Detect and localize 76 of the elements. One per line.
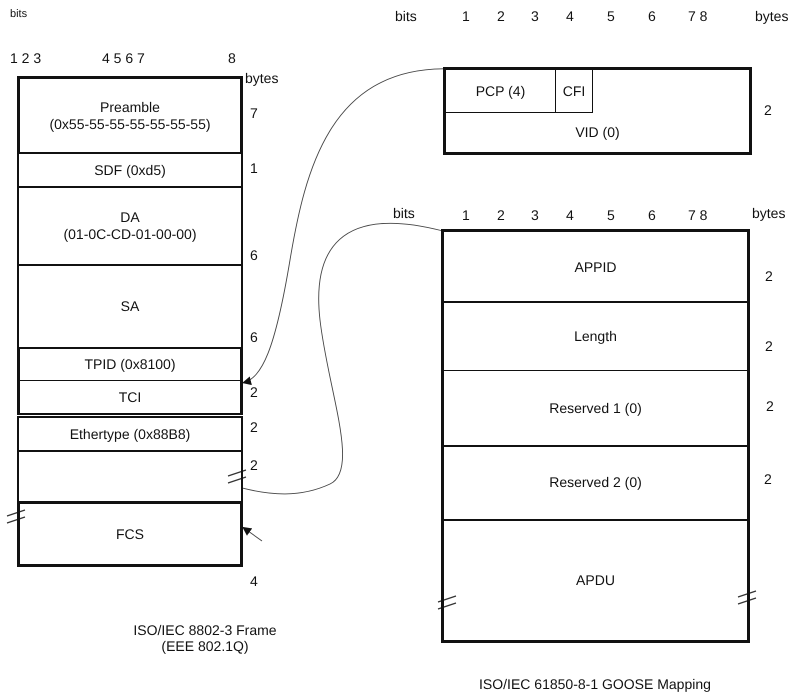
frame-field (17, 450, 243, 503)
frame-field (441, 229, 750, 303)
field-label: Ethertype (0x88B8) (70, 426, 190, 442)
frame-field (17, 152, 243, 188)
axis-label: 2 (497, 8, 505, 24)
field-label: Reserved 1 (0) (549, 400, 642, 417)
frame-field (17, 76, 243, 154)
axis-label: bits (393, 205, 415, 221)
axis-label: bits (395, 8, 417, 24)
frame-field (17, 347, 243, 381)
field-label: Reserved 2 (0) (549, 474, 642, 491)
field-label: PCP (4) (476, 82, 526, 100)
axis-label: 8 (228, 50, 236, 66)
axis-label: 1 2 3 (10, 50, 42, 66)
frame-field (17, 416, 243, 452)
connector-line (242, 222, 442, 494)
frame-field (443, 67, 752, 155)
byte-count: 2 (250, 384, 258, 400)
byte-count: 1 (250, 160, 258, 176)
field-label: (01-0C-CD-01-00-00) (63, 226, 197, 243)
frame-field (17, 264, 243, 349)
caption: ISO/IEC 61850-8-1 GOOSE Mapping (478, 676, 712, 692)
axis-label: 5 (607, 207, 615, 223)
frame-field (17, 380, 243, 415)
byte-count: 2 (765, 338, 773, 354)
frame-field (441, 370, 750, 447)
axis-label: bytes (755, 8, 788, 24)
frame-field (441, 301, 750, 371)
axis-label: 6 (648, 207, 656, 223)
field-label: TPID (0x8100) (84, 356, 176, 373)
axis-label: 3 (531, 8, 539, 24)
axis-label: 4 (566, 207, 574, 223)
byte-count: 2 (765, 268, 773, 284)
field-label: TCI (118, 388, 142, 406)
byte-count: 4 (250, 573, 258, 589)
caption: ISO/IEC 8802-3 Frame (EEE 802.1Q) (132, 622, 278, 654)
byte-count: 2 (764, 471, 772, 487)
frame-field (17, 501, 243, 567)
field-label: Preamble (100, 98, 160, 116)
axis-label: bytes (245, 70, 278, 86)
axis-label: bytes (752, 205, 786, 221)
axis-label: bits (10, 8, 28, 20)
frame-field (17, 186, 243, 266)
axis-label: 4 5 6 7 (102, 50, 145, 66)
axis-label: 5 (607, 8, 615, 24)
axis-label: 6 (648, 8, 656, 24)
field-label: CFI (562, 82, 586, 100)
axis-label: 7 8 (688, 207, 708, 223)
byte-count: 2 (250, 419, 258, 435)
field-label: APDU (576, 572, 615, 589)
axis-label: 7 8 (688, 8, 708, 24)
field-label: FCS (116, 526, 144, 542)
axis-label: 2 (497, 207, 505, 223)
byte-count: 2 (764, 102, 772, 118)
field-label: SDF (0xd5) (94, 162, 166, 178)
frame-field (446, 70, 556, 113)
axis-label: 1 (462, 207, 470, 223)
frame-field (441, 519, 750, 643)
arrow (242, 68, 444, 384)
axis-label: 3 (531, 207, 539, 223)
field-label: SA (120, 298, 140, 315)
field-label: Length (574, 328, 617, 344)
field-label: DA (120, 209, 140, 226)
field-label: (0x55-55-55-55-55-55-55) (49, 116, 211, 132)
byte-count: 7 (250, 105, 258, 121)
byte-count: 6 (250, 247, 258, 263)
field-label: VID (0) (575, 124, 620, 141)
axis-label: 1 (462, 8, 470, 24)
byte-count: 2 (766, 398, 774, 414)
frame-field (441, 445, 750, 521)
arrow (242, 526, 262, 542)
axis-label: 4 (566, 8, 574, 24)
byte-count: 2 (250, 457, 258, 473)
byte-count: 6 (250, 329, 258, 345)
frame-field (556, 70, 593, 113)
field-label: APPID (574, 258, 616, 276)
